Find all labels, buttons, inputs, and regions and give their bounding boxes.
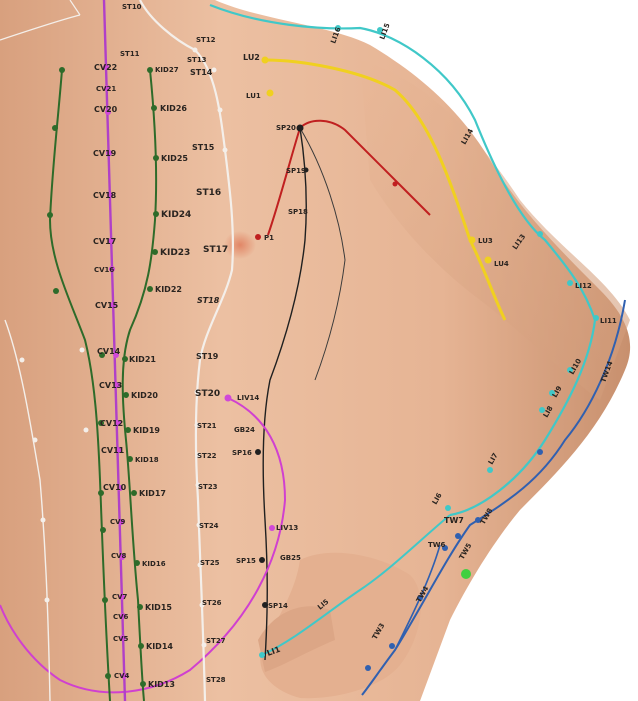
kid-label: KID17 [139,489,166,498]
li-label: LI11 [600,317,617,325]
cv-label: CV11 [101,446,125,455]
kid-label: KID23 [160,248,190,258]
liv-label: LIV13 [276,524,298,532]
cv-label: CV7 [112,593,128,601]
st-label: ST16 [196,188,221,198]
cv-label: CV16 [94,266,114,274]
st-label: ST12 [196,36,216,44]
kid-label: KID15 [145,603,172,612]
st-label: ST26 [202,599,222,607]
tw-label: TW6 [428,541,445,549]
p-label: P1 [264,234,274,242]
st-label: ST23 [198,483,218,491]
cv-label: CV22 [94,63,117,72]
kid-label: KID27 [155,66,179,74]
kid-label: KID19 [133,426,160,435]
st-label: ST28 [206,676,226,684]
kid-label: KID13 [148,680,175,689]
kid-label: KID25 [161,154,188,163]
sp-label: SP18 [288,208,308,216]
liv-label: LIV14 [237,394,259,402]
st-label: ST10 [122,3,142,11]
kid-label: KID26 [160,104,187,113]
gb-label: GB25 [280,554,301,562]
cv-label: CV19 [93,149,117,158]
kid-label: KID22 [155,285,182,294]
lu-label: LU1 [246,92,261,100]
tw-label: TW7 [444,516,464,525]
cv-label: CV21 [96,85,116,93]
st-label: ST17 [203,245,228,255]
st-label: ST24 [199,522,219,530]
left-nipple [224,231,256,259]
st-label: ST25 [200,559,220,567]
st-label: ST11 [120,50,140,58]
cv-label: CV12 [100,419,123,428]
cv-label: CV6 [113,613,129,621]
li-label: LI12 [575,282,592,290]
kid-label: KID20 [131,391,158,400]
kid-label: KID14 [146,642,173,651]
kid-label: KID24 [161,210,191,220]
sp-label: SP14 [268,602,288,610]
kid-label: KID16 [142,560,166,568]
lu-label: LU4 [494,260,509,268]
gb-label: GB24 [234,426,255,434]
cv-label: CV14 [97,347,121,356]
cv-label: CV5 [113,635,129,643]
st-label: ST20 [195,389,220,399]
st-label: ST27 [206,637,226,645]
sp-label: SP15 [236,557,256,565]
cv-label: CV8 [111,552,127,560]
cv-label: CV20 [94,105,118,114]
cv-label: CV13 [99,381,122,390]
cv-label: CV18 [93,191,117,200]
sp-label: SP19 [286,167,306,175]
st-label: ST13 [187,56,207,64]
st-label: ST14 [190,68,213,77]
sp-label: SP20 [276,124,296,132]
st-label: ST19 [196,352,219,361]
st-label: ST18 [197,296,220,305]
cv-label: CV9 [110,518,126,526]
lu-label: LU2 [243,53,260,62]
sp-label: SP16 [232,449,252,457]
kid-label: KID21 [129,355,156,364]
cv-label: CV4 [114,672,130,680]
st-label: ST15 [192,143,215,152]
cv-label: CV15 [95,301,119,310]
st-label: ST21 [197,422,217,430]
lu-label: LU3 [478,237,493,245]
cv-label: CV17 [93,237,116,246]
kid-label: KID18 [135,456,159,464]
st-label: ST22 [197,452,217,460]
cv-label: CV10 [103,483,127,492]
